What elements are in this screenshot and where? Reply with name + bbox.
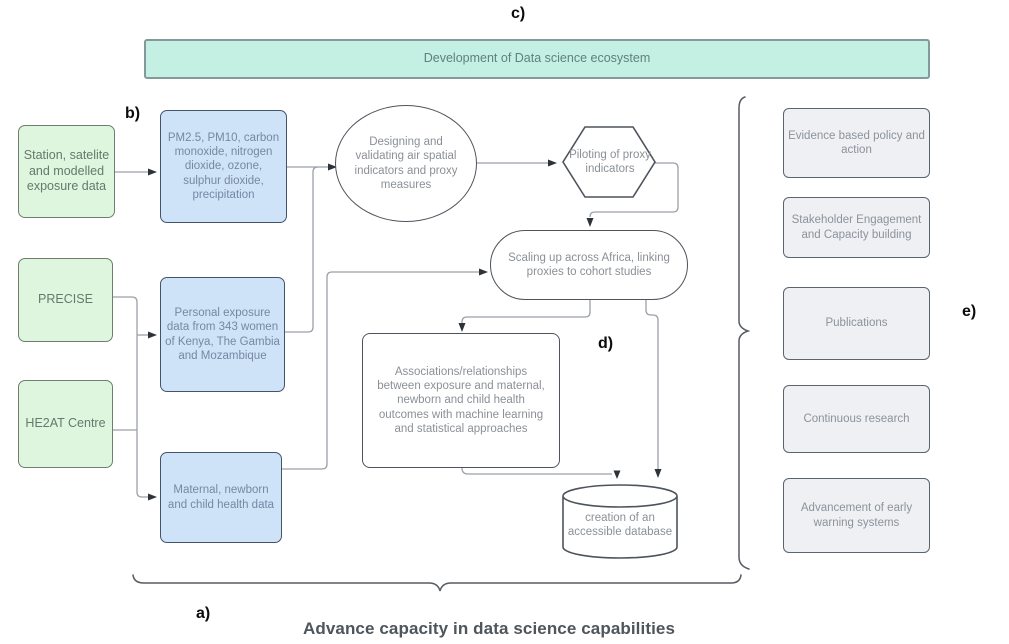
- connector-personal-to-oval: [285, 166, 319, 333]
- process-label: Designing and validating air spatial ind…: [354, 135, 458, 191]
- arrowhead: [548, 159, 557, 167]
- source-box-station-data: Station, satelite and modelled exposure …: [18, 125, 115, 218]
- source-label: HE2AT Centre: [25, 416, 106, 431]
- connector-scaling-to-database: [645, 300, 659, 469]
- hexagon-shape: [562, 126, 656, 198]
- connector-associations-to-database: [461, 467, 612, 475]
- outcome-label: Stakeholder Engagement and Capacity buil…: [791, 214, 922, 241]
- banner-label: Development of Data science ecosystem: [423, 51, 651, 66]
- arrowhead: [458, 323, 466, 332]
- input-box-maternal-health: Maternal, newborn and child health data: [160, 452, 282, 543]
- outcome-label: Evidence based policy and action: [788, 129, 925, 156]
- process-pill-scaling-up: Scaling up across Africa, linking proxie…: [490, 230, 688, 300]
- input-label: Personal exposure data from 343 women of…: [165, 306, 280, 362]
- input-label: PM2.5, PM10, carbon monoxide, nitrogen d…: [167, 131, 280, 202]
- process-label: Associations/relationships between expos…: [377, 365, 545, 436]
- database-cylinder-shape: [562, 484, 678, 559]
- arrowhead: [586, 218, 594, 227]
- annotation-d: d): [598, 335, 614, 352]
- source-label: Station, satelite and modelled exposure …: [23, 148, 110, 194]
- arrowhead: [328, 163, 337, 171]
- outcome-label: Publications: [825, 317, 888, 330]
- process-database-label: creation of an accessible database: [566, 500, 674, 550]
- right-brace: [738, 96, 751, 570]
- source-box-he2at-centre: HE2AT Centre: [18, 380, 113, 468]
- connector-precise-he2at-trunk: [113, 296, 148, 498]
- arrowhead: [613, 470, 621, 479]
- connector-hexagon-to-scaling: [589, 162, 679, 218]
- outcome-label: Advancement of early warning systems: [800, 502, 913, 529]
- input-label: Maternal, newborn and child health data: [167, 484, 275, 511]
- outcome-box-evidence-policy: Evidence based policy and action: [783, 108, 930, 178]
- annotation-b: b): [125, 105, 141, 122]
- process-hexagon-piloting: Piloting of proxy indicators: [566, 132, 654, 192]
- bottom-caption: Advance capacity in data science capabil…: [302, 619, 676, 638]
- arrowhead: [148, 168, 157, 176]
- process-label: Piloting of proxy indicators: [569, 148, 651, 175]
- connector-maternal-to-scaling: [282, 271, 479, 470]
- arrowhead: [148, 331, 157, 339]
- arrowhead: [148, 493, 157, 501]
- connector-scaling-to-associations: [461, 300, 591, 323]
- outcome-box-continuous-research: Continuous research: [783, 385, 930, 453]
- annotation-a: a): [196, 605, 211, 622]
- arrowhead: [479, 268, 488, 276]
- source-label: PRECISE: [38, 292, 93, 307]
- banner-development-ecosystem: Development of Data science ecosystem: [144, 39, 930, 79]
- arrowhead: [654, 469, 662, 478]
- process-oval-designing-validating: Designing and validating air spatial ind…: [335, 105, 477, 222]
- outcome-label: Continuous research: [803, 412, 910, 425]
- annotation-e: e): [962, 303, 977, 320]
- annotation-c: c): [511, 5, 526, 22]
- outcome-box-stakeholder-engagement: Stakeholder Engagement and Capacity buil…: [783, 197, 930, 258]
- outcome-box-early-warning: Advancement of early warning systems: [783, 478, 930, 553]
- bottom-brace: [132, 574, 742, 592]
- process-box-associations: Associations/relationships between expos…: [362, 333, 560, 468]
- source-box-precise: PRECISE: [18, 258, 113, 342]
- input-box-personal-exposure: Personal exposure data from 343 women of…: [160, 277, 285, 392]
- outcome-box-publications: Publications: [783, 287, 930, 360]
- input-box-pollutants: PM2.5, PM10, carbon monoxide, nitrogen d…: [160, 110, 287, 223]
- process-label: creation of an accessible database: [567, 511, 673, 538]
- process-label: Scaling up across Africa, linking proxie…: [508, 251, 670, 278]
